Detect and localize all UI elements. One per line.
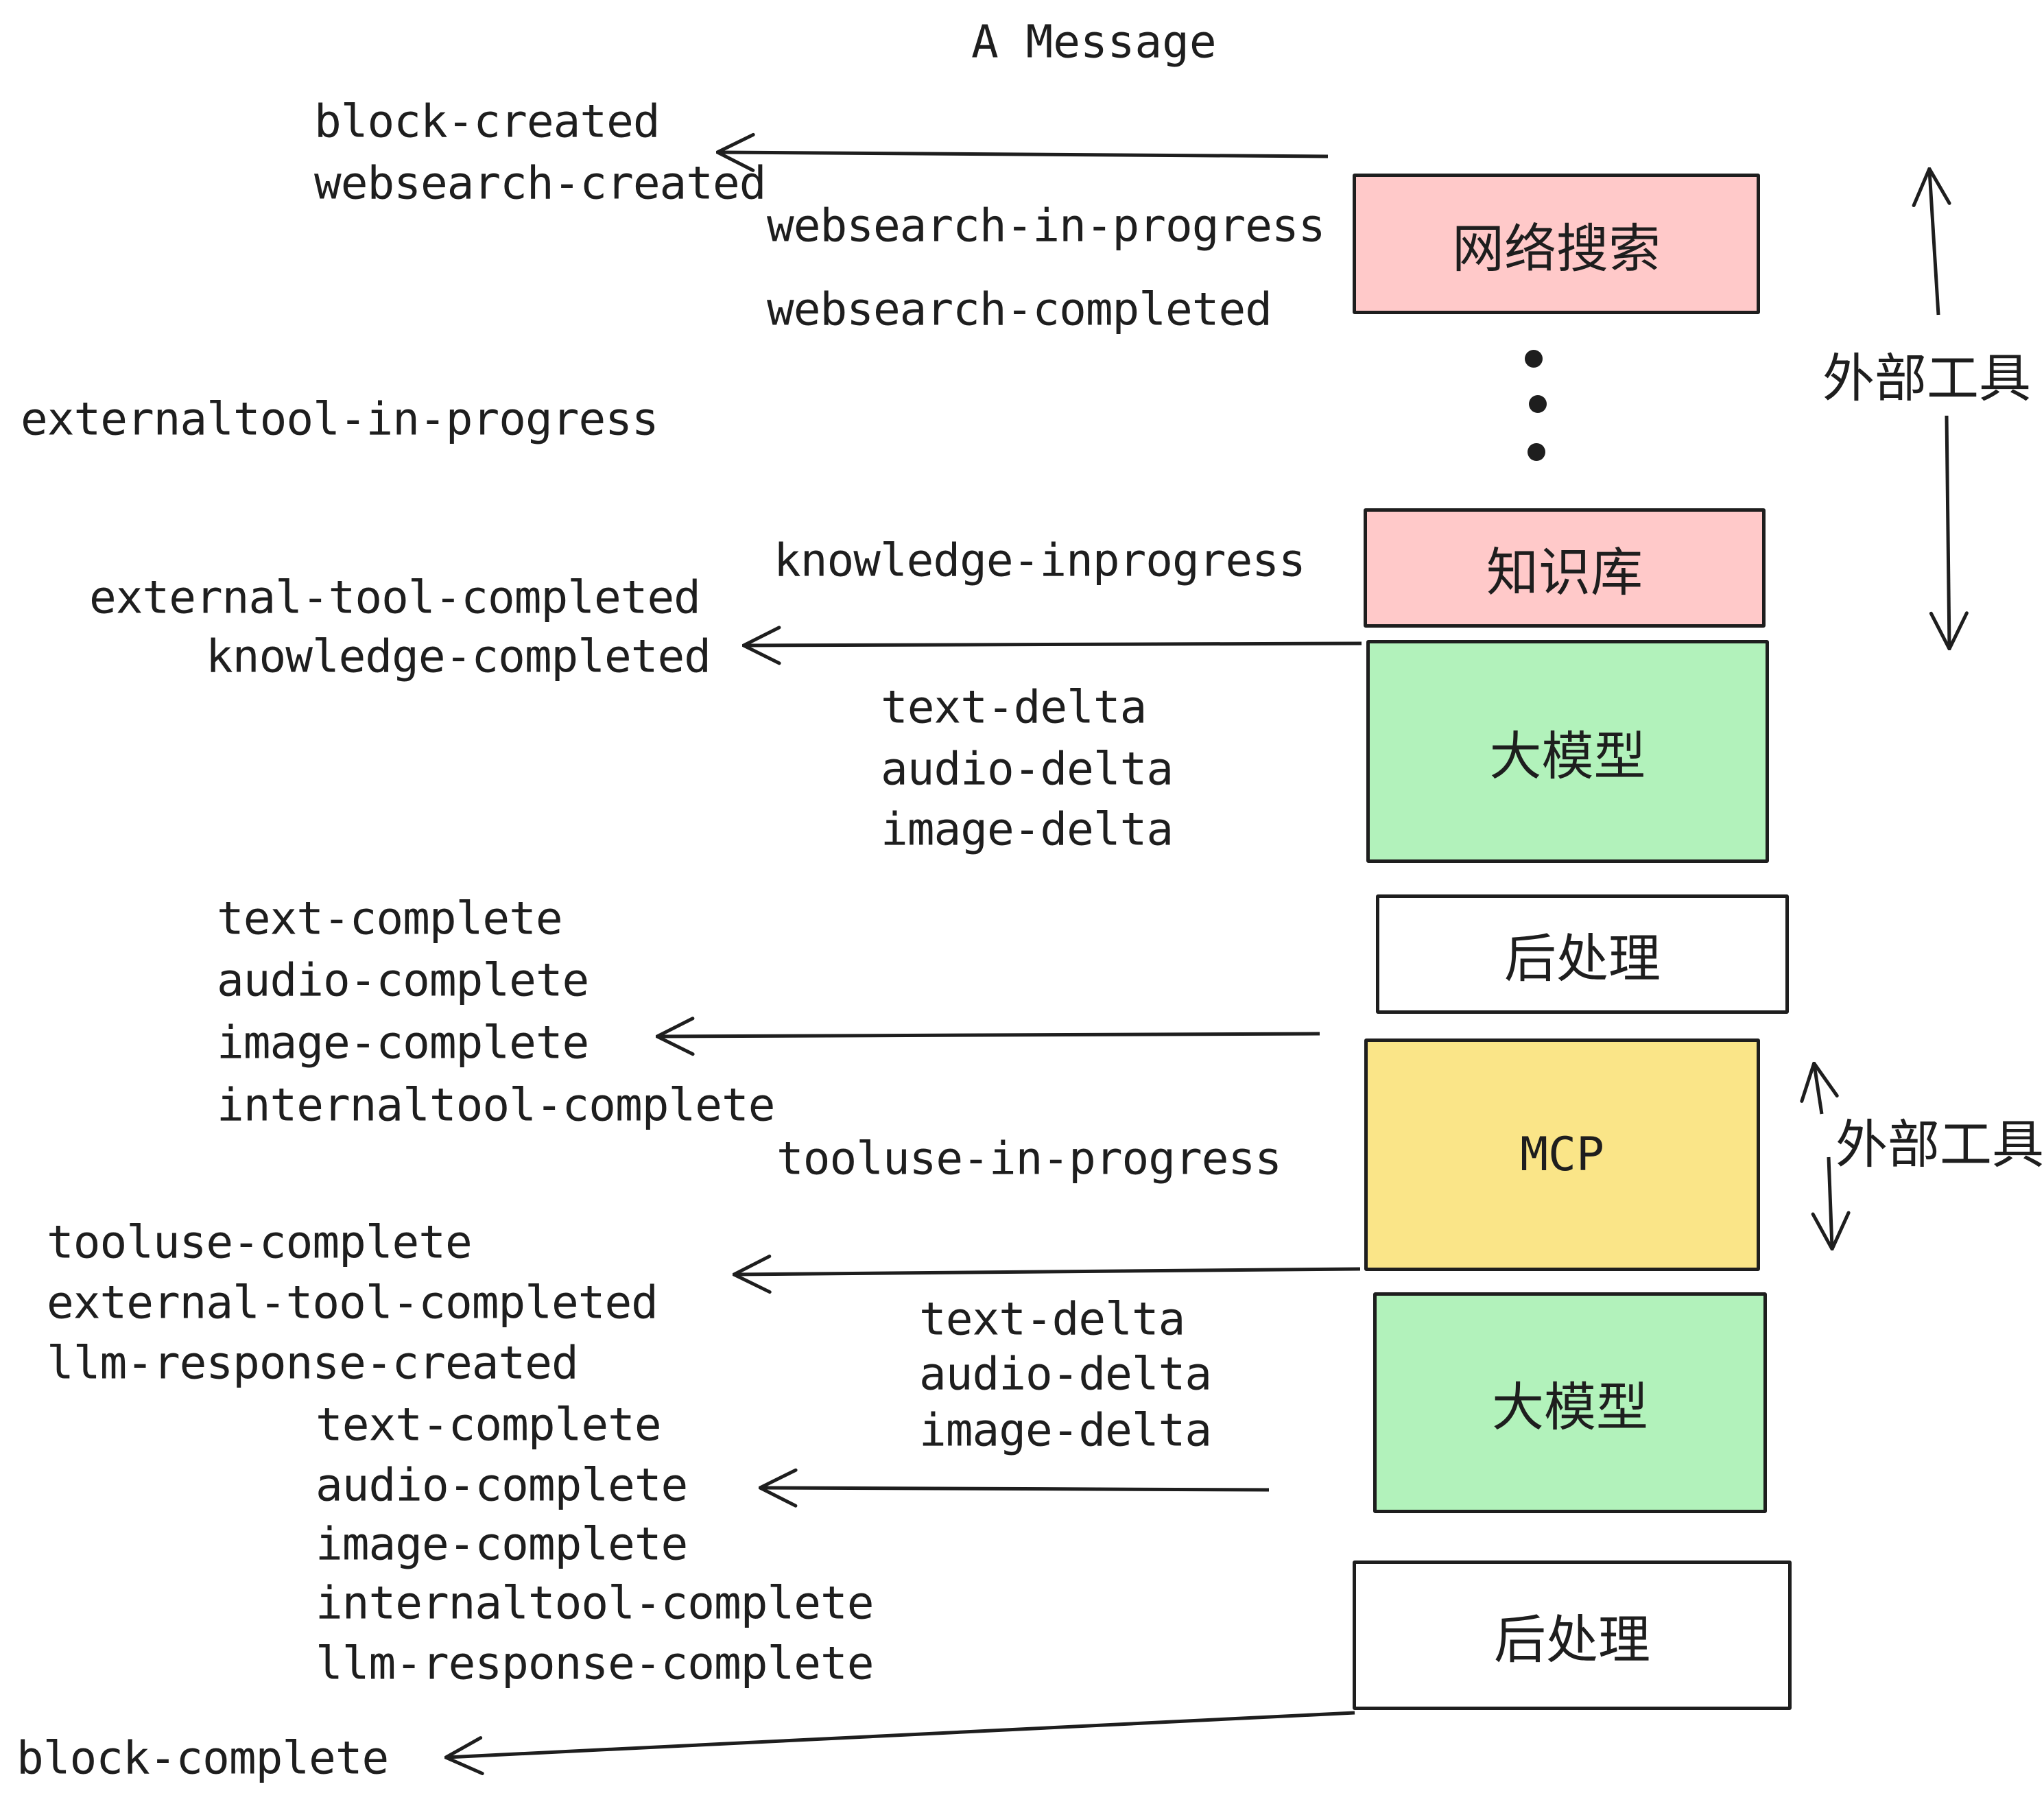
arrow-websearch-created: [719, 152, 1329, 156]
event-knowledge-inprogress: knowledge-inprogress: [774, 534, 1306, 587]
arrow-image-complete: [658, 1034, 1320, 1036]
down-arrow-external-tools-1: [1947, 415, 1949, 648]
node-postprocess-box-1: 后处理: [1376, 894, 1789, 1014]
event-text-delta-2: text-delta: [919, 1292, 1185, 1346]
event-text-complete-1: text-complete: [217, 892, 563, 945]
event-tooluse-in-progress: tooluse-in-progress: [776, 1132, 1282, 1185]
event-audio-delta-1: audio-delta: [881, 742, 1174, 796]
up-arrow-external-tools-1: [1929, 170, 1938, 316]
arrow-external-tool-completed: [735, 1269, 1361, 1274]
event-externaltool-in-progress: externaltool-in-progress: [21, 392, 659, 446]
node-postprocess-label-1: 后处理: [1504, 928, 1661, 989]
node-websearch-label: 网络搜索: [1452, 217, 1661, 279]
node-postprocess-label-2: 后处理: [1494, 1609, 1650, 1670]
event-knowledge-completed: knowledge-completed: [206, 630, 711, 683]
side-label-external-tools-2: 外部工具: [1835, 1114, 2044, 1175]
node-knowledge-box: 知识库: [1364, 508, 1766, 628]
event-websearch-completed: websearch-completed: [767, 283, 1272, 336]
event-audio-complete-1: audio-complete: [217, 953, 589, 1007]
node-llm-label-1: 大模型: [1489, 725, 1646, 787]
event-image-delta-2: image-delta: [919, 1403, 1212, 1457]
event-audio-complete-2: audio-complete: [316, 1458, 688, 1512]
node-llm-box-2: 大模型: [1373, 1292, 1767, 1513]
event-external-tool-completed-1: external-tool-completed: [89, 571, 701, 624]
arrow-block-complete: [447, 1711, 1355, 1757]
ellipsis-dots: [1525, 350, 1547, 461]
event-text-delta-1: text-delta: [881, 680, 1147, 734]
event-tooluse-complete: tooluse-complete: [47, 1215, 473, 1269]
node-knowledge-label: 知识库: [1486, 542, 1643, 603]
event-image-delta-1: image-delta: [881, 803, 1174, 856]
node-llm-box-1: 大模型: [1366, 640, 1769, 863]
event-internaltool-complete-1: internaltool-complete: [217, 1078, 775, 1132]
event-text-complete-2: text-complete: [316, 1398, 662, 1451]
down-arrow-external-tools-2: [1829, 1156, 1832, 1248]
side-label-external-tools-1: 外部工具: [1822, 348, 2031, 409]
event-llm-response-complete: llm-response-complete: [316, 1637, 874, 1690]
diagram-title: A Message: [971, 15, 1217, 69]
node-websearch-box: 网络搜索: [1353, 174, 1760, 314]
event-audio-delta-2: audio-delta: [919, 1347, 1212, 1401]
node-mcp-label: MCP: [1520, 1128, 1604, 1182]
event-internaltool-complete-2: internaltool-complete: [316, 1576, 874, 1630]
arrow-knowledge-completed: [745, 643, 1362, 645]
node-llm-label-2: 大模型: [1492, 1377, 1648, 1438]
event-block-complete: block-complete: [16, 1731, 389, 1785]
up-arrow-external-tools-2: [1814, 1065, 1822, 1115]
event-llm-response-created: llm-response-created: [47, 1336, 579, 1390]
event-websearch-in-progress: websearch-in-progress: [767, 199, 1325, 252]
event-external-tool-completed-2: external-tool-completed: [47, 1276, 658, 1329]
event-block-created: block-created: [314, 95, 661, 148]
event-websearch-created: websearch-created: [314, 156, 767, 210]
event-image-complete-2: image-complete: [316, 1517, 688, 1571]
node-mcp-box: MCP: [1364, 1039, 1760, 1271]
node-postprocess-box-2: 后处理: [1353, 1560, 1792, 1710]
event-image-complete-1: image-complete: [217, 1016, 589, 1069]
arrow-audio-complete: [761, 1488, 1270, 1490]
